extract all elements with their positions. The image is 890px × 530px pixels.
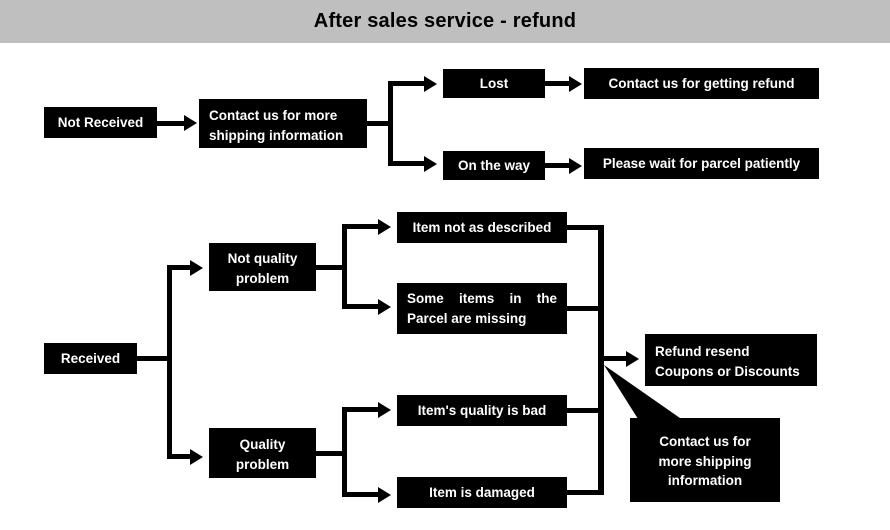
arrowhead-not-received-to-contact xyxy=(184,115,197,131)
node-callout-line3: information xyxy=(667,473,743,489)
node-item-quality-bad[interactable]: Item's quality is bad xyxy=(397,395,567,426)
connector-merge-bus-vertical xyxy=(598,225,604,495)
arrowhead-lost-to-refund xyxy=(569,75,582,92)
connector-contact-stem xyxy=(367,121,392,126)
node-on-the-way[interactable]: On the way xyxy=(443,151,545,180)
node-items-missing-line2: Parcel are missing xyxy=(407,310,527,326)
node-lost[interactable]: Lost xyxy=(443,69,545,98)
node-contact-shipping-info-line1: Contact us for more xyxy=(209,108,338,123)
node-contact-shipping-info-line2: shipping information xyxy=(209,127,344,143)
node-refund-resend-coupons[interactable]: Refund resend Coupons or Discounts xyxy=(645,334,817,386)
arrowhead-to-item-damaged xyxy=(378,486,391,503)
arrowhead-to-items-missing xyxy=(378,298,391,315)
connector-quality-to-item-damaged xyxy=(342,492,380,497)
node-not-quality-problem[interactable]: Not quality problem xyxy=(209,243,316,291)
node-callout-line1: Contact us for xyxy=(659,434,751,449)
connector-not-quality-to-item-not-described xyxy=(342,224,380,229)
node-received[interactable]: Received xyxy=(44,343,137,374)
node-not-received[interactable]: Not Received xyxy=(44,107,157,138)
connector-merge-to-refund-resend xyxy=(604,356,628,361)
arrowhead-to-item-quality-bad xyxy=(378,401,391,418)
connector-fork-to-on-the-way xyxy=(388,161,426,166)
arrowhead-fork-to-on-the-way xyxy=(424,155,437,172)
arrowhead-merge-to-refund-resend xyxy=(626,350,639,367)
header-bar xyxy=(0,0,890,43)
connector-not-received-to-contact xyxy=(157,120,186,126)
node-contact-getting-refund[interactable]: Contact us for getting refund xyxy=(584,68,819,99)
connector-contact-fork-vertical xyxy=(388,81,393,166)
node-contact-shipping-info[interactable]: Contact us for more shipping information xyxy=(199,99,367,148)
node-not-quality-problem-line2: problem xyxy=(235,270,290,286)
node-refund-resend-line2: Coupons or Discounts xyxy=(655,363,800,379)
arrowhead-fork-to-quality xyxy=(190,448,203,465)
node-callout-contact-shipping[interactable]: Contact us for more shipping information xyxy=(630,418,780,502)
node-item-damaged[interactable]: Item is damaged xyxy=(397,477,567,508)
node-not-quality-problem-line1: Not quality xyxy=(227,251,298,266)
node-item-not-as-described[interactable]: Item not as described xyxy=(397,212,567,243)
connector-received-stem xyxy=(137,356,172,361)
connector-merge-item-damaged xyxy=(567,490,603,495)
connector-not-quality-fork-vertical xyxy=(342,224,347,309)
arrowhead-on-the-way-to-wait xyxy=(569,157,582,174)
connector-not-quality-to-items-missing xyxy=(342,304,380,309)
node-quality-problem-line1: Quality xyxy=(239,437,286,452)
page-title: After sales service - refund xyxy=(313,10,577,32)
node-callout-line2: more shipping xyxy=(658,453,752,469)
connector-quality-fork-vertical xyxy=(342,407,347,497)
node-please-wait-parcel[interactable]: Please wait for parcel patiently xyxy=(584,148,819,179)
node-items-missing[interactable]: Some items in the Parcel are missing xyxy=(397,283,567,334)
connector-quality-to-item-bad xyxy=(342,407,380,412)
node-quality-problem[interactable]: Quality problem xyxy=(209,428,316,478)
connector-fork-to-quality xyxy=(167,454,192,459)
node-refund-resend-line1: Refund resend xyxy=(655,344,750,359)
connector-merge-item-quality-bad xyxy=(567,408,603,413)
connector-quality-stem xyxy=(316,451,346,456)
connector-not-quality-stem xyxy=(316,265,346,270)
connector-merge-item-not-described xyxy=(567,225,603,230)
node-quality-problem-line2: problem xyxy=(235,456,290,472)
connector-fork-to-lost xyxy=(388,81,426,86)
arrowhead-to-item-not-described xyxy=(378,218,391,235)
connector-received-fork-vertical xyxy=(167,265,172,459)
node-items-missing-line1: Some items in the xyxy=(407,291,557,306)
connector-on-the-way-to-wait xyxy=(545,163,571,168)
arrowhead-fork-to-lost xyxy=(424,75,437,92)
connector-lost-to-refund xyxy=(545,81,571,86)
connector-fork-to-not-quality xyxy=(167,265,192,270)
arrowhead-fork-to-not-quality xyxy=(190,259,203,276)
connector-merge-items-missing xyxy=(567,306,603,311)
